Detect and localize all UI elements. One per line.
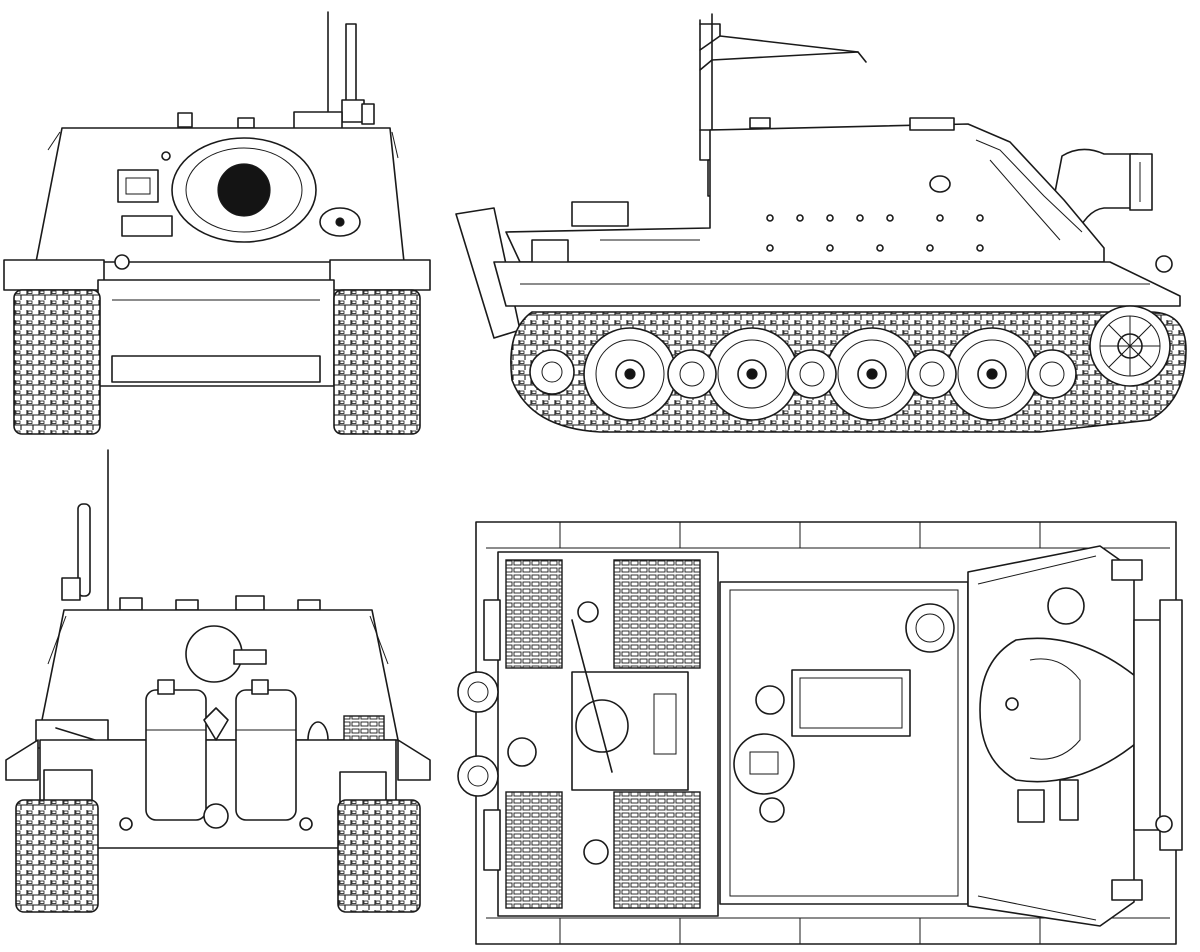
side-hatch (909, 117, 955, 131)
front-right-fender (329, 259, 431, 291)
top-periscope (733, 733, 795, 795)
front-gun-muzzle-icon (217, 163, 271, 217)
top-commander-hatch (1047, 587, 1085, 625)
front-left-fender (3, 259, 105, 291)
top-grille-right-lower (613, 791, 701, 909)
rear-left-fender (5, 739, 39, 781)
rear-left-track (15, 799, 99, 913)
side-view (455, 13, 1187, 433)
front-roof-fitting (177, 112, 193, 128)
side-road-wheels (583, 327, 1077, 421)
rear-view (5, 449, 431, 913)
front-left-track (13, 289, 101, 435)
top-grille-left-upper (505, 559, 563, 669)
rear-crane-post (61, 503, 91, 601)
rear-hull (39, 739, 397, 849)
front-crane-post (341, 23, 375, 125)
top-grille-right-upper (613, 559, 701, 669)
front-roof-fitting (237, 117, 255, 129)
rear-exhausts (145, 679, 297, 821)
side-drive-sprocket (1089, 305, 1171, 387)
front-view (3, 11, 431, 435)
side-superstructure (505, 123, 1105, 263)
rear-towing-eye (203, 803, 229, 829)
top-loading-hatch (791, 669, 911, 737)
top-jack (571, 619, 613, 773)
front-right-track (333, 289, 421, 435)
rear-right-fender (397, 739, 431, 781)
rear-right-track (337, 799, 421, 913)
front-plate (121, 215, 173, 237)
top-grille-left-lower (505, 791, 563, 909)
side-idler-wheel (529, 349, 575, 395)
top-view (457, 521, 1183, 945)
side-engine-grille (571, 201, 629, 227)
top-gun-mantlet (979, 637, 1141, 783)
front-driver-visor (117, 169, 159, 203)
top-rear-fittings (457, 599, 537, 871)
top-vent (905, 603, 955, 653)
top-driver-hatch (1017, 789, 1045, 823)
